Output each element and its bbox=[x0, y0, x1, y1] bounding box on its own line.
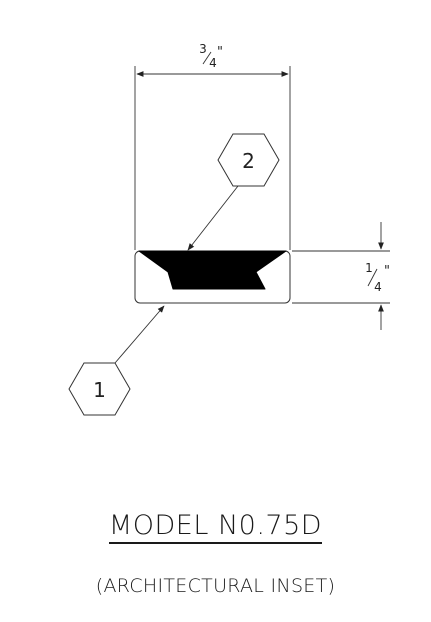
height-label-denominator: 4 bbox=[374, 280, 382, 294]
width-label-numerator: 3 bbox=[199, 42, 207, 56]
width-label-unit: " bbox=[217, 45, 223, 60]
width-label-fraction-bar bbox=[202, 51, 212, 65]
callout-2-hexagon bbox=[217, 133, 280, 187]
callout-1-leader bbox=[114, 305, 165, 364]
height-dimension: 1 4 " bbox=[292, 222, 390, 330]
profile-cross-section bbox=[134, 250, 291, 304]
width-label-denominator: 4 bbox=[209, 56, 217, 70]
model-subtitle: (ARCHITECTURAL INSET) bbox=[95, 575, 336, 597]
callout-1-hexagon bbox=[68, 362, 131, 416]
callout-1-label: 1 bbox=[93, 378, 106, 402]
callout-1: 1 bbox=[68, 305, 165, 416]
profile-insert bbox=[138, 250, 287, 290]
callout-2: 2 bbox=[187, 133, 280, 251]
callout-2-leader bbox=[187, 185, 239, 251]
height-label-numerator: 1 bbox=[365, 261, 373, 275]
height-label-unit: " bbox=[384, 264, 390, 279]
width-dimension: 3 4 " bbox=[134, 42, 291, 250]
callout-2-label: 2 bbox=[242, 149, 255, 173]
height-label-fraction-bar bbox=[367, 268, 378, 287]
model-title-text: MODEL N0.75D bbox=[108, 510, 323, 544]
model-title: MODEL N0.75D bbox=[0, 510, 431, 544]
